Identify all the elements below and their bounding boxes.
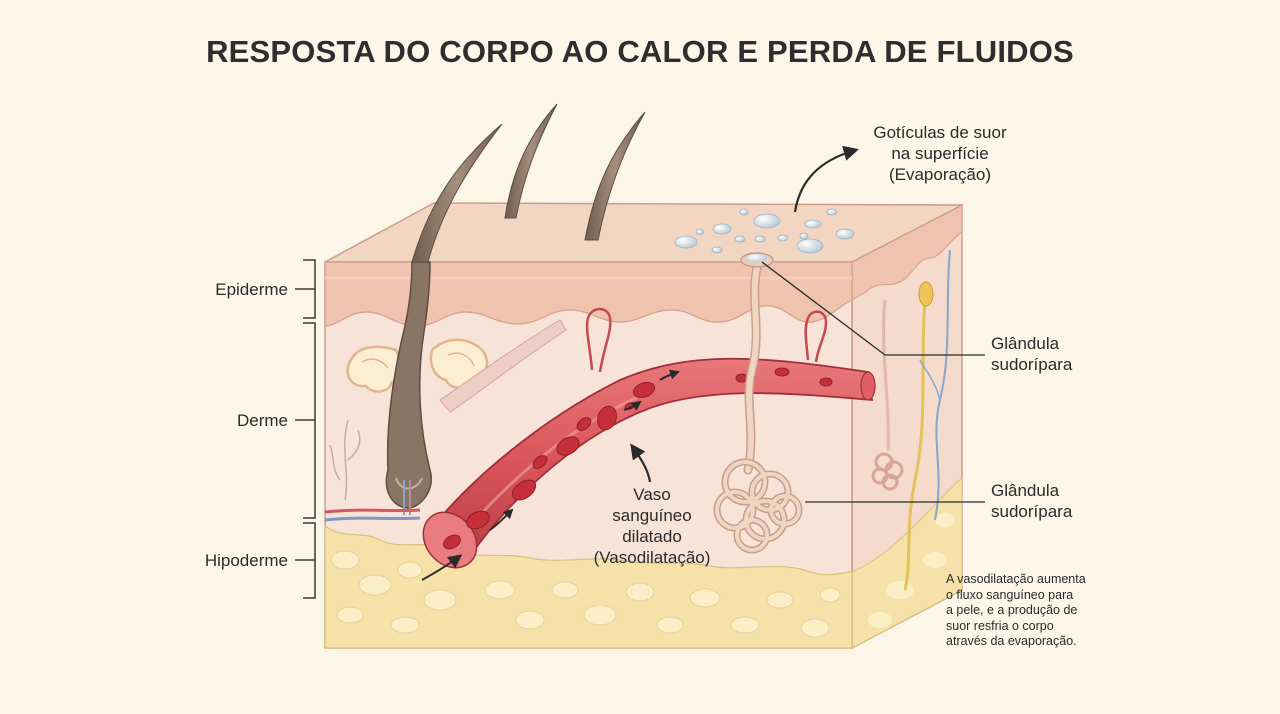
label-sweat-droplets-line3: (Evaporação) — [888, 165, 992, 184]
label-derme: Derme — [236, 411, 288, 430]
red-blood-cells — [443, 367, 833, 550]
note-line1: A vasodilatação aumenta — [946, 572, 1086, 586]
label-blood-vessel-line2: sanguíneo — [612, 506, 692, 525]
label-hipoderme: Hipoderme — [204, 551, 288, 570]
hair-shaft-2 — [504, 103, 558, 219]
sweat-gland — [713, 252, 803, 554]
arrector-pili-muscle — [439, 319, 567, 413]
label-blood-vessel-line3: dilatado — [622, 527, 682, 546]
hair-follicle — [385, 261, 433, 515]
note-line2: o fluxo sanguíneo para — [946, 587, 1074, 602]
label-sweat-droplets-line1: Gotículas de suor — [873, 123, 1007, 142]
leader-lines — [761, 261, 985, 503]
label-blood-vessel: Vaso sanguíneo dilatado (Vasodilatação) — [572, 484, 732, 568]
small-vessels-left — [324, 508, 421, 522]
block-right-face — [851, 203, 963, 650]
note-line3: a pele, e a produção de — [946, 603, 1078, 617]
sweat-droplets — [674, 208, 855, 254]
page-title: RESPOSTA DO CORPO AO CALOR E PERDA DE FL… — [206, 34, 1074, 69]
label-sweat-gland-coil-line1: Glândula — [991, 481, 1060, 500]
annotation-arrows — [630, 145, 859, 483]
label-sweat-gland-coil: Glândula sudorípara — [991, 480, 1131, 522]
dermal-nerve-fibers — [329, 419, 361, 501]
blood-flow-arrows — [421, 369, 680, 581]
label-blood-vessel-line4: (Vasodilatação) — [593, 548, 711, 567]
label-sweat-droplets-line2: na superfície — [891, 144, 989, 163]
label-sweat-gland-duct: Glândula sudorípara — [991, 333, 1131, 375]
layer-brackets — [295, 259, 316, 599]
label-epiderme: Epiderme — [215, 280, 288, 299]
hair-shaft-3 — [584, 111, 646, 241]
hair-shaft-1 — [411, 123, 503, 263]
note-line4: suor resfria o corpo — [946, 618, 1054, 633]
label-sweat-droplets: Gotículas de suor na superfície (Evapora… — [835, 122, 1045, 185]
label-sweat-gland-coil-line2: sudorípara — [991, 502, 1073, 521]
note-line5: através da evaporação. — [946, 634, 1077, 648]
label-sweat-gland-duct-line1: Glândula — [991, 334, 1060, 353]
capillary-loops — [585, 307, 828, 373]
label-blood-vessel-line1: Vaso — [633, 485, 671, 504]
explanatory-note: A vasodilatação aumenta o fluxo sanguíne… — [946, 572, 1121, 650]
label-sweat-gland-duct-line2: sudorípara — [991, 355, 1073, 374]
